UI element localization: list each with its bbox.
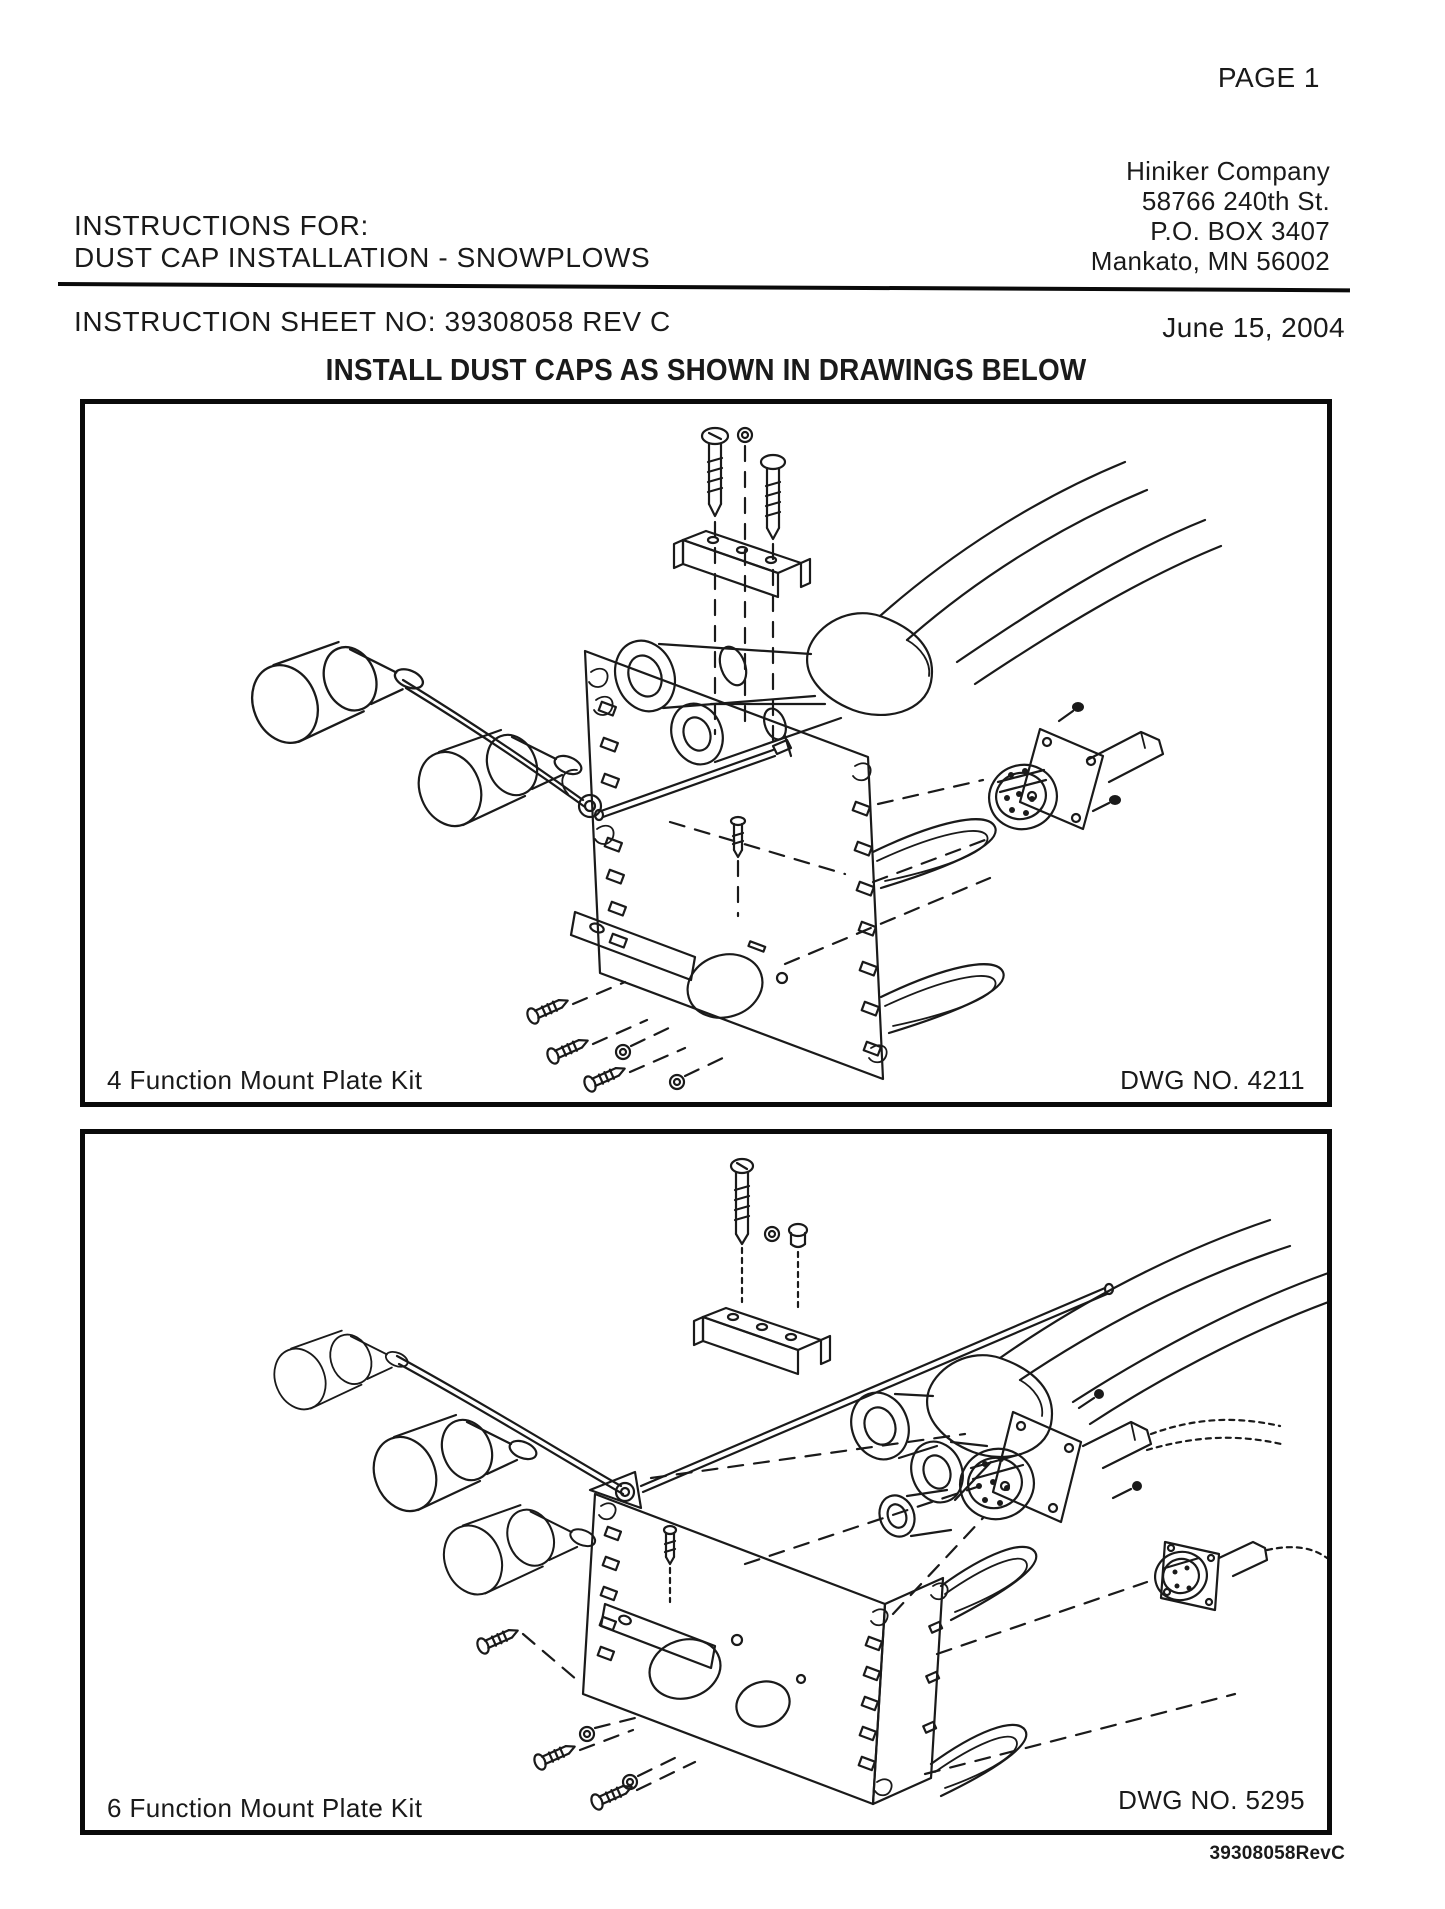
dust-caps-illustration — [239, 638, 603, 837]
electrical-connectors-illustration — [743, 1389, 1327, 1656]
divider-rule — [57, 282, 1350, 293]
main-heading: INSTALL DUST CAPS AS SHOWN IN DRAWINGS B… — [325, 352, 1087, 387]
company-street: 58766 240th St. — [1141, 186, 1330, 216]
hydraulic-hoses-illustration — [613, 460, 1223, 766]
drawing-caption: 6 Function Mount Plate Kit — [107, 1793, 423, 1823]
bracket-screws-illustration — [729, 1157, 809, 1314]
document-date: June 15, 2004 — [1162, 312, 1345, 343]
dust-caps-illustration — [264, 1327, 643, 1605]
mount-plate-illustration — [569, 649, 888, 1081]
plate-screws-nuts-illustration — [474, 1622, 697, 1813]
retaining-pin-illustration — [593, 734, 793, 822]
company-address-block: Hiniker Company 58766 240th St. P.O. BOX… — [1091, 156, 1330, 276]
clamp-bracket-illustration — [692, 1306, 832, 1376]
title-block: INSTRUCTIONS FOR: DUST CAP INSTALLATION … — [74, 210, 650, 274]
electrical-connector-illustration — [783, 702, 1165, 966]
drawing-caption: 4 Function Mount Plate Kit — [107, 1065, 423, 1095]
spring-clips-illustration — [871, 818, 1005, 1035]
technical-drawing-6-function-mount-plate — [264, 1157, 1327, 1813]
page-number: PAGE 1 — [1217, 62, 1320, 93]
spring-clips-illustration — [929, 1545, 1038, 1798]
company-po-box: P.O. BOX 3407 — [1150, 216, 1330, 246]
technical-drawing-4-function-mount-plate — [239, 426, 1223, 1095]
instruction-sheet-number: INSTRUCTION SHEET NO: 39308058 REV C — [74, 306, 671, 337]
drawing-box-4-function: 4 Function Mount Plate Kit DWG NO. 4211 — [80, 399, 1332, 1107]
instructions-subject: DUST CAP INSTALLATION - SNOWPLOWS — [74, 242, 651, 273]
mount-plate-illustration — [581, 1432, 1237, 1806]
plate-screws-nuts-illustration — [524, 980, 729, 1095]
retaining-pin-illustration — [639, 1282, 1115, 1494]
document-revision-code: 39308058RevC — [1209, 1843, 1345, 1864]
dwg-number: DWG NO. 5295 — [1118, 1785, 1305, 1815]
hydraulic-hoses-illustration — [850, 1218, 1327, 1538]
clamp-bracket-illustration — [672, 529, 812, 599]
company-city-state-zip: Mankato, MN 56002 — [1090, 246, 1330, 276]
company-name: Hiniker Company — [1126, 156, 1330, 186]
drawing-box-6-function: 6 Function Mount Plate Kit DWG NO. 5295 — [80, 1129, 1332, 1835]
dwg-number: DWG NO. 4211 — [1120, 1065, 1305, 1095]
instructions-for-label: INSTRUCTIONS FOR: — [74, 210, 369, 241]
